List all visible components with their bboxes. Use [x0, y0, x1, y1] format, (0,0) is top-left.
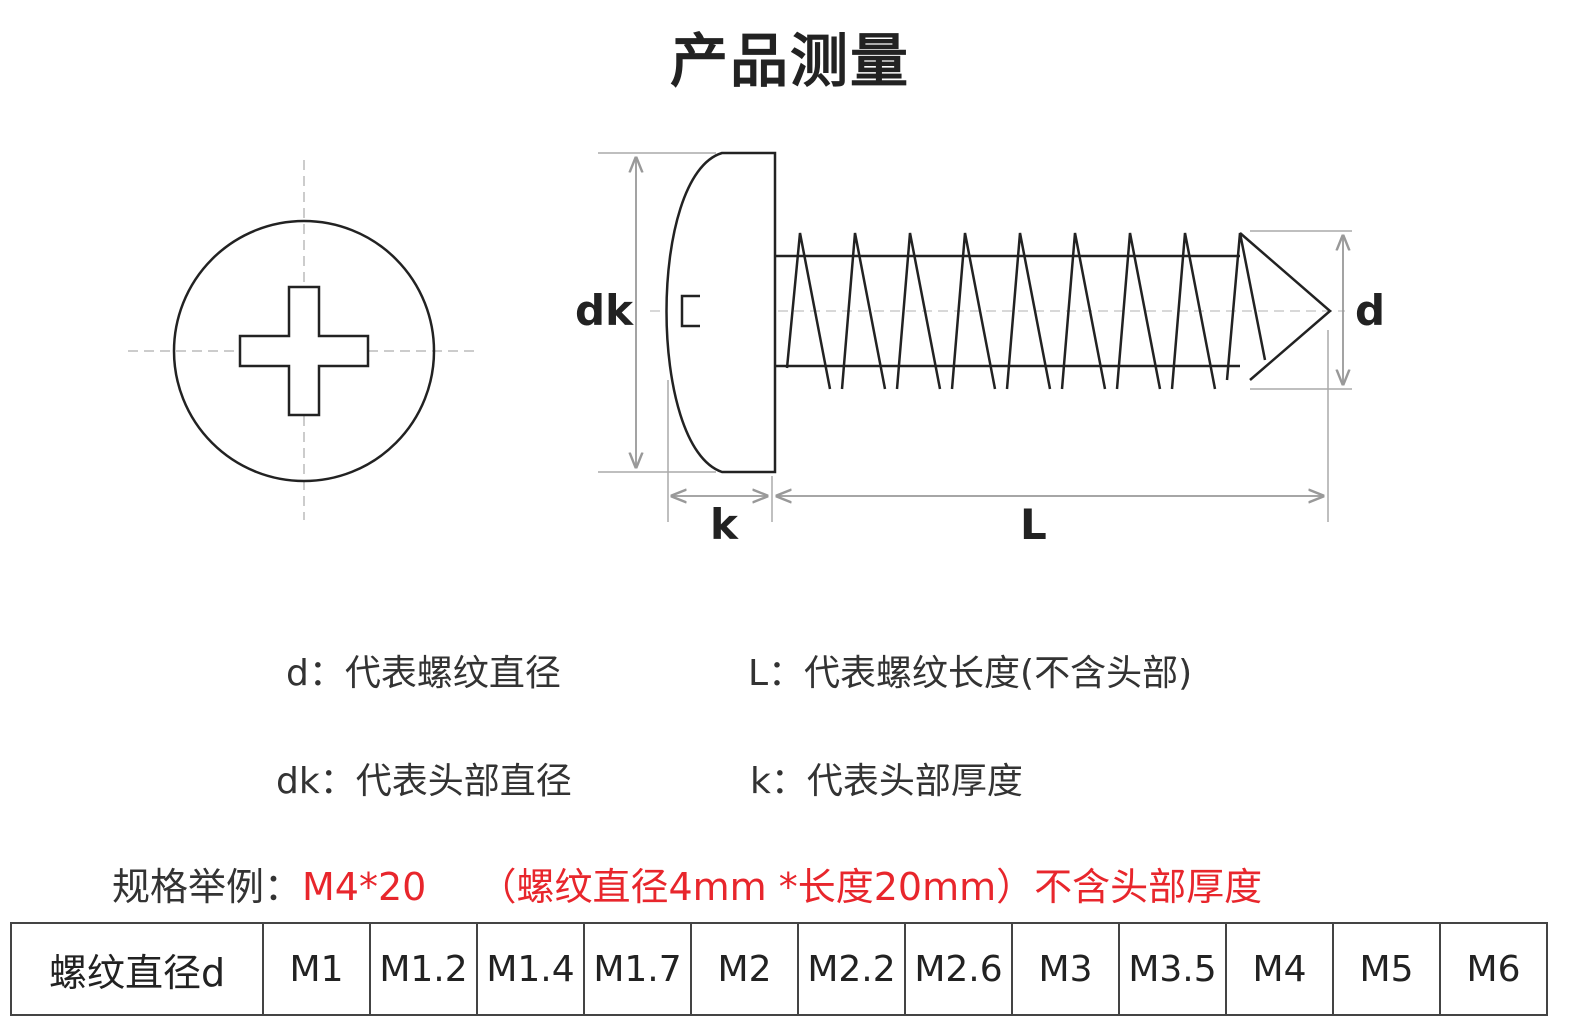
spec-example-label: 规格举例： [112, 865, 303, 909]
legend-k: k：代表头部厚度 [750, 761, 1023, 802]
table-cell: M2 [690, 922, 799, 1016]
table-cell: M4 [1225, 922, 1334, 1016]
table-cell: M3.5 [1118, 922, 1227, 1016]
table-header-cell: 螺纹直径d [10, 922, 264, 1016]
spec-example: 规格举例：M4*20 （螺纹直径4mm *长度20mm）不含头部厚度 [112, 856, 1262, 911]
d-label: d [1355, 286, 1386, 335]
size-table: 螺纹直径d M1 M1.2 M1.4 M1.7 M2 M2.2 M2.6 M3 … [10, 922, 1548, 1016]
table-cell: M1.2 [369, 922, 478, 1016]
legend-dk: dk：代表头部直径 [276, 761, 572, 802]
table-row: 螺纹直径d M1 M1.2 M1.4 M1.7 M2 M2.2 M2.6 M3 … [10, 922, 1548, 1016]
k-label: k [710, 500, 738, 549]
spec-example-value: M4*20 [302, 865, 427, 909]
table-cell: M1.7 [583, 922, 692, 1016]
table-cell: M3 [1011, 922, 1120, 1016]
table-cell: M5 [1332, 922, 1441, 1016]
legend-d: d：代表螺纹直径 [286, 653, 561, 694]
head-top-view [128, 160, 476, 520]
screw-side-view [598, 151, 1352, 522]
dk-label: dk [575, 286, 633, 335]
L-label: L [1020, 500, 1047, 549]
table-cell: M2.6 [904, 922, 1013, 1016]
phillips-cross-icon [238, 285, 370, 417]
table-cell: M2.2 [797, 922, 906, 1016]
page-title: 产品测量 [669, 27, 910, 95]
table-cell: M1 [262, 922, 371, 1016]
table-cell: M1.4 [476, 922, 585, 1016]
table-cell: M6 [1439, 922, 1548, 1016]
legend-L: L：代表螺纹长度(不含头部) [748, 653, 1193, 694]
spec-example-detail: （螺纹直径4mm *长度20mm）不含头部厚度 [478, 865, 1263, 909]
thread-lines [785, 232, 1332, 390]
